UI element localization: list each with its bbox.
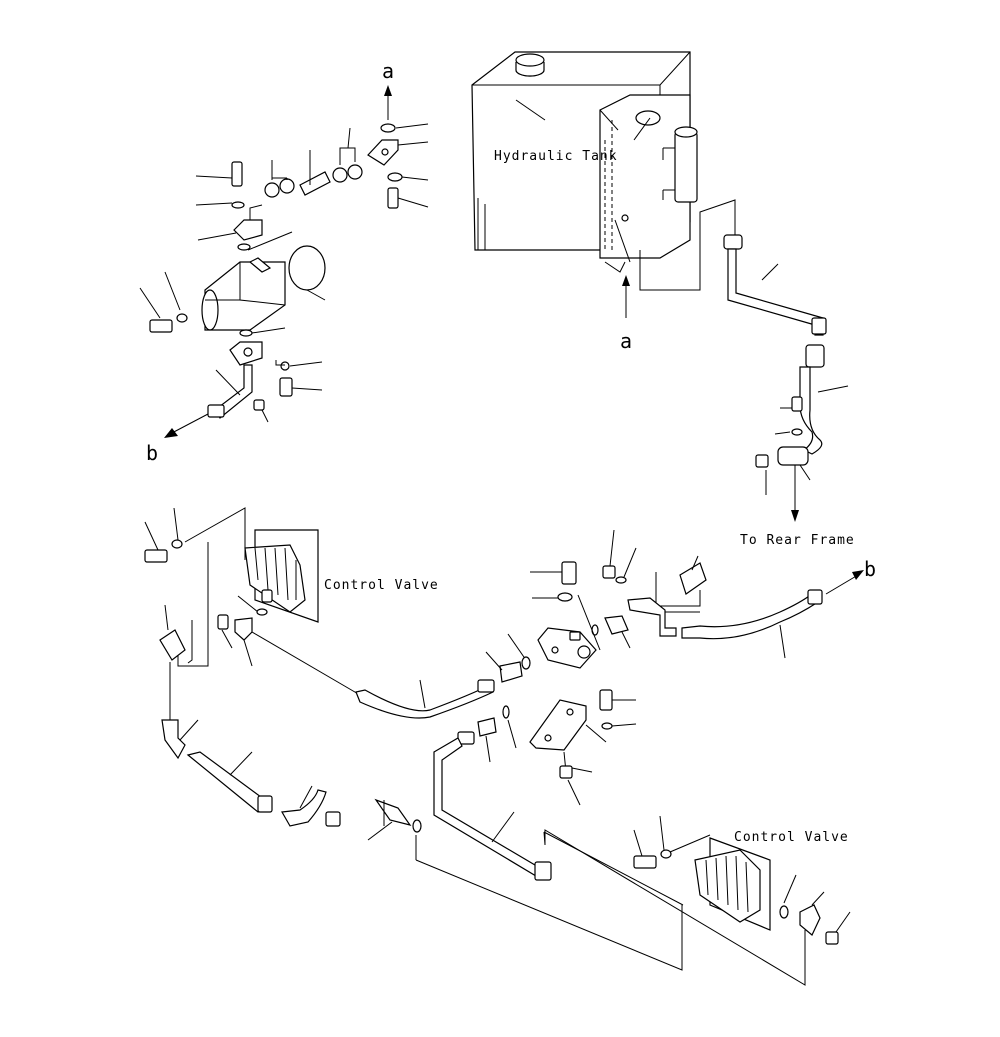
hydraulic-tank-label: Hydraulic Tank [494, 149, 618, 164]
ref-b-left-label: b [146, 441, 158, 465]
tank-return-pipe [639, 199, 827, 336]
left-return-hoses [161, 662, 422, 860]
reference-arrow-a-bottom: a [620, 275, 632, 353]
control-valve-upper: Control Valve [144, 507, 439, 667]
pump-assembly: a [139, 59, 429, 465]
hydraulic-tank: Hydraulic Tank [471, 51, 698, 273]
ref-a-bottom-label: a [620, 329, 632, 353]
to-rear-frame-label: To Rear Frame [740, 533, 855, 548]
rigid-pipe-lower [415, 731, 806, 986]
control-valve-upper-label: Control Valve [324, 578, 439, 593]
center-valve-block: b [477, 529, 876, 806]
ref-b-right-label: b [864, 557, 876, 581]
hose-left-to-block [251, 631, 495, 719]
control-valve-lower: Control Valve [633, 815, 851, 945]
rear-frame-hose: To Rear Frame [740, 344, 855, 548]
ref-a-top-label: a [382, 59, 394, 83]
control-valve-lower-label: Control Valve [734, 830, 849, 845]
